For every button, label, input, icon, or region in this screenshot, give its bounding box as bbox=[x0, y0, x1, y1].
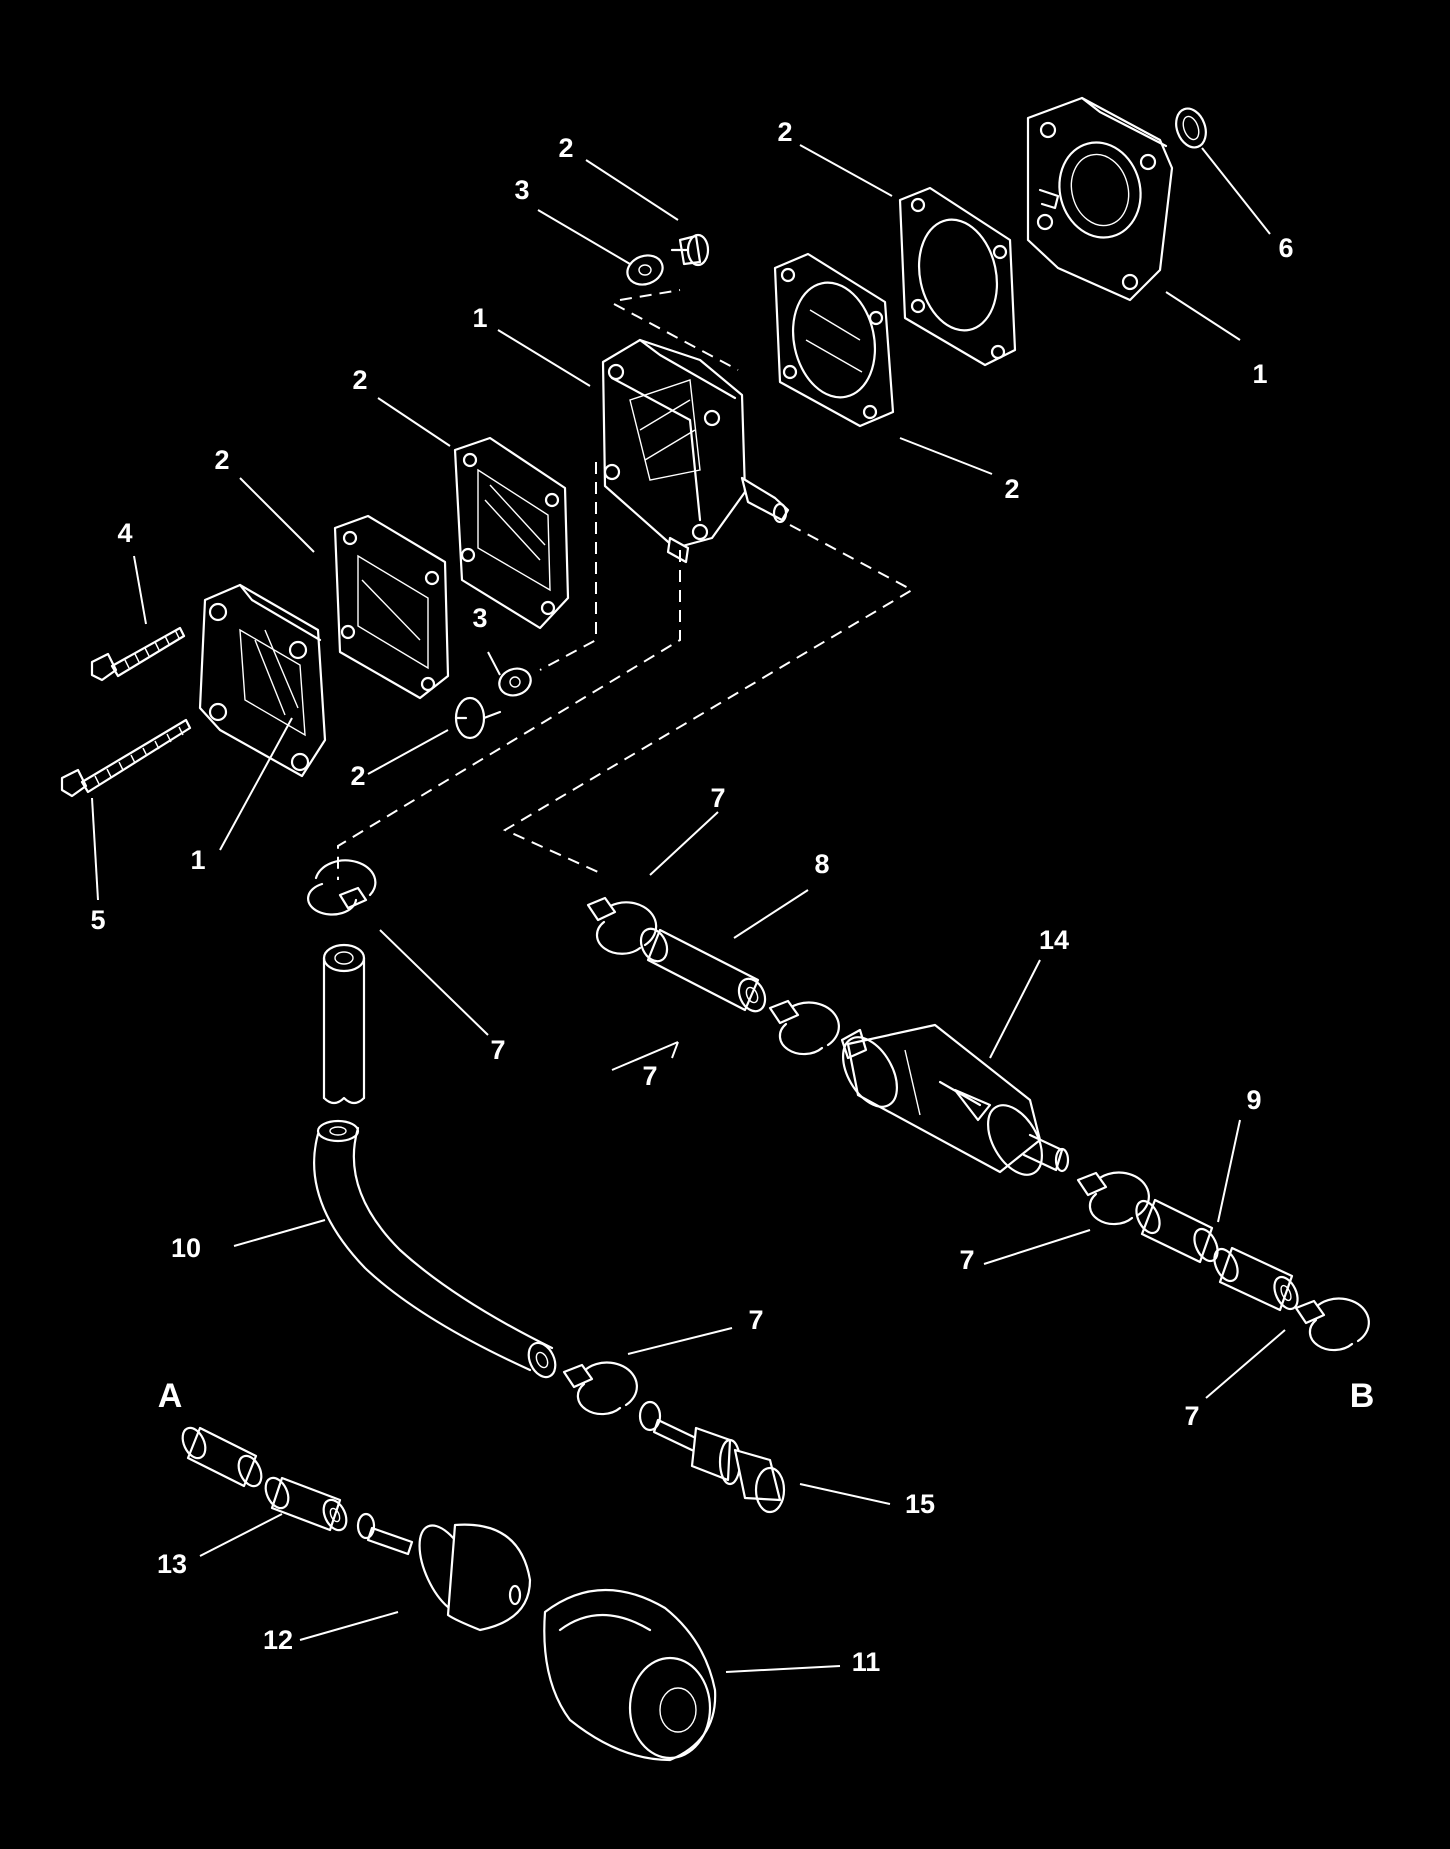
part-gasket-upper-right bbox=[898, 186, 1017, 367]
part-primer-bulb bbox=[356, 1512, 532, 1632]
callout-label: 7 bbox=[748, 1305, 763, 1335]
callout-label: 7 bbox=[710, 783, 725, 813]
part-diaphragm-right bbox=[773, 252, 895, 428]
part-clamp-f bbox=[562, 1361, 638, 1416]
part-check-valve-upper bbox=[670, 233, 710, 267]
callout-label: 1 bbox=[472, 303, 487, 333]
flow-dashed-lines bbox=[337, 289, 915, 880]
part-bulb-housing bbox=[543, 1588, 717, 1762]
callout-label: 7 bbox=[959, 1245, 974, 1275]
part-fitting bbox=[638, 1400, 786, 1514]
part-clamp-c bbox=[768, 999, 840, 1056]
part-hose-curved bbox=[313, 1119, 557, 1379]
callout-label: 11 bbox=[852, 1647, 881, 1677]
part-hose-9 bbox=[1135, 1198, 1299, 1312]
part-pump-body bbox=[601, 338, 790, 564]
callout-label: 9 bbox=[1246, 1085, 1261, 1115]
connection-marker-a: A bbox=[158, 1377, 183, 1415]
callout-label: 1 bbox=[1252, 359, 1267, 389]
part-hose-8 bbox=[639, 927, 767, 1013]
callout-label: 6 bbox=[1278, 233, 1293, 263]
part-hose-vertical bbox=[322, 943, 366, 1105]
callout-label: 7 bbox=[490, 1035, 505, 1065]
callout-label: 13 bbox=[157, 1549, 187, 1579]
part-retainer-upper bbox=[626, 254, 664, 286]
part-fuel-filter bbox=[840, 1023, 1070, 1176]
callout-label: 4 bbox=[117, 518, 132, 548]
part-screw-short bbox=[90, 626, 186, 682]
callout-label: 3 bbox=[472, 603, 487, 633]
callout-label: 10 bbox=[171, 1233, 201, 1263]
callout-labels: 2 3 2 6 1 2 1 2 2 4 5 1 3 2 7 8 14 7 7 9… bbox=[90, 117, 1374, 1677]
callout-label: 1 bbox=[190, 845, 205, 875]
part-clamp-e bbox=[1294, 1297, 1370, 1352]
part-o-ring bbox=[1175, 107, 1207, 149]
callout-label: 14 bbox=[1039, 925, 1069, 955]
part-check-valve-lower bbox=[454, 696, 502, 740]
part-clamp-d bbox=[1076, 1171, 1150, 1226]
part-retainer-lower bbox=[498, 667, 532, 697]
part-pump-base bbox=[1026, 96, 1174, 302]
callout-label: 2 bbox=[214, 445, 229, 475]
callout-label: 7 bbox=[642, 1061, 657, 1091]
connection-marker-b: B bbox=[1350, 1377, 1375, 1415]
callout-label: 7 bbox=[1184, 1401, 1199, 1431]
callout-label: 2 bbox=[1004, 474, 1019, 504]
part-clamp-a bbox=[307, 859, 377, 916]
callout-label: 12 bbox=[263, 1625, 293, 1655]
callout-label: 15 bbox=[905, 1489, 935, 1519]
part-gasket-left bbox=[333, 514, 450, 700]
leader-lines bbox=[91, 144, 1286, 1673]
part-hose-13 bbox=[181, 1426, 348, 1532]
callout-label: 2 bbox=[558, 133, 573, 163]
callout-label: 2 bbox=[777, 117, 792, 147]
part-pump-cover bbox=[198, 583, 327, 778]
part-clamp-b bbox=[586, 896, 658, 955]
callout-label: 2 bbox=[352, 365, 367, 395]
callout-label: 5 bbox=[90, 905, 105, 935]
callout-label: 2 bbox=[350, 761, 365, 791]
callout-label: 8 bbox=[814, 849, 829, 879]
callout-label: 3 bbox=[514, 175, 529, 205]
part-screw-long bbox=[60, 718, 192, 798]
part-diaphragm-left bbox=[453, 436, 570, 630]
